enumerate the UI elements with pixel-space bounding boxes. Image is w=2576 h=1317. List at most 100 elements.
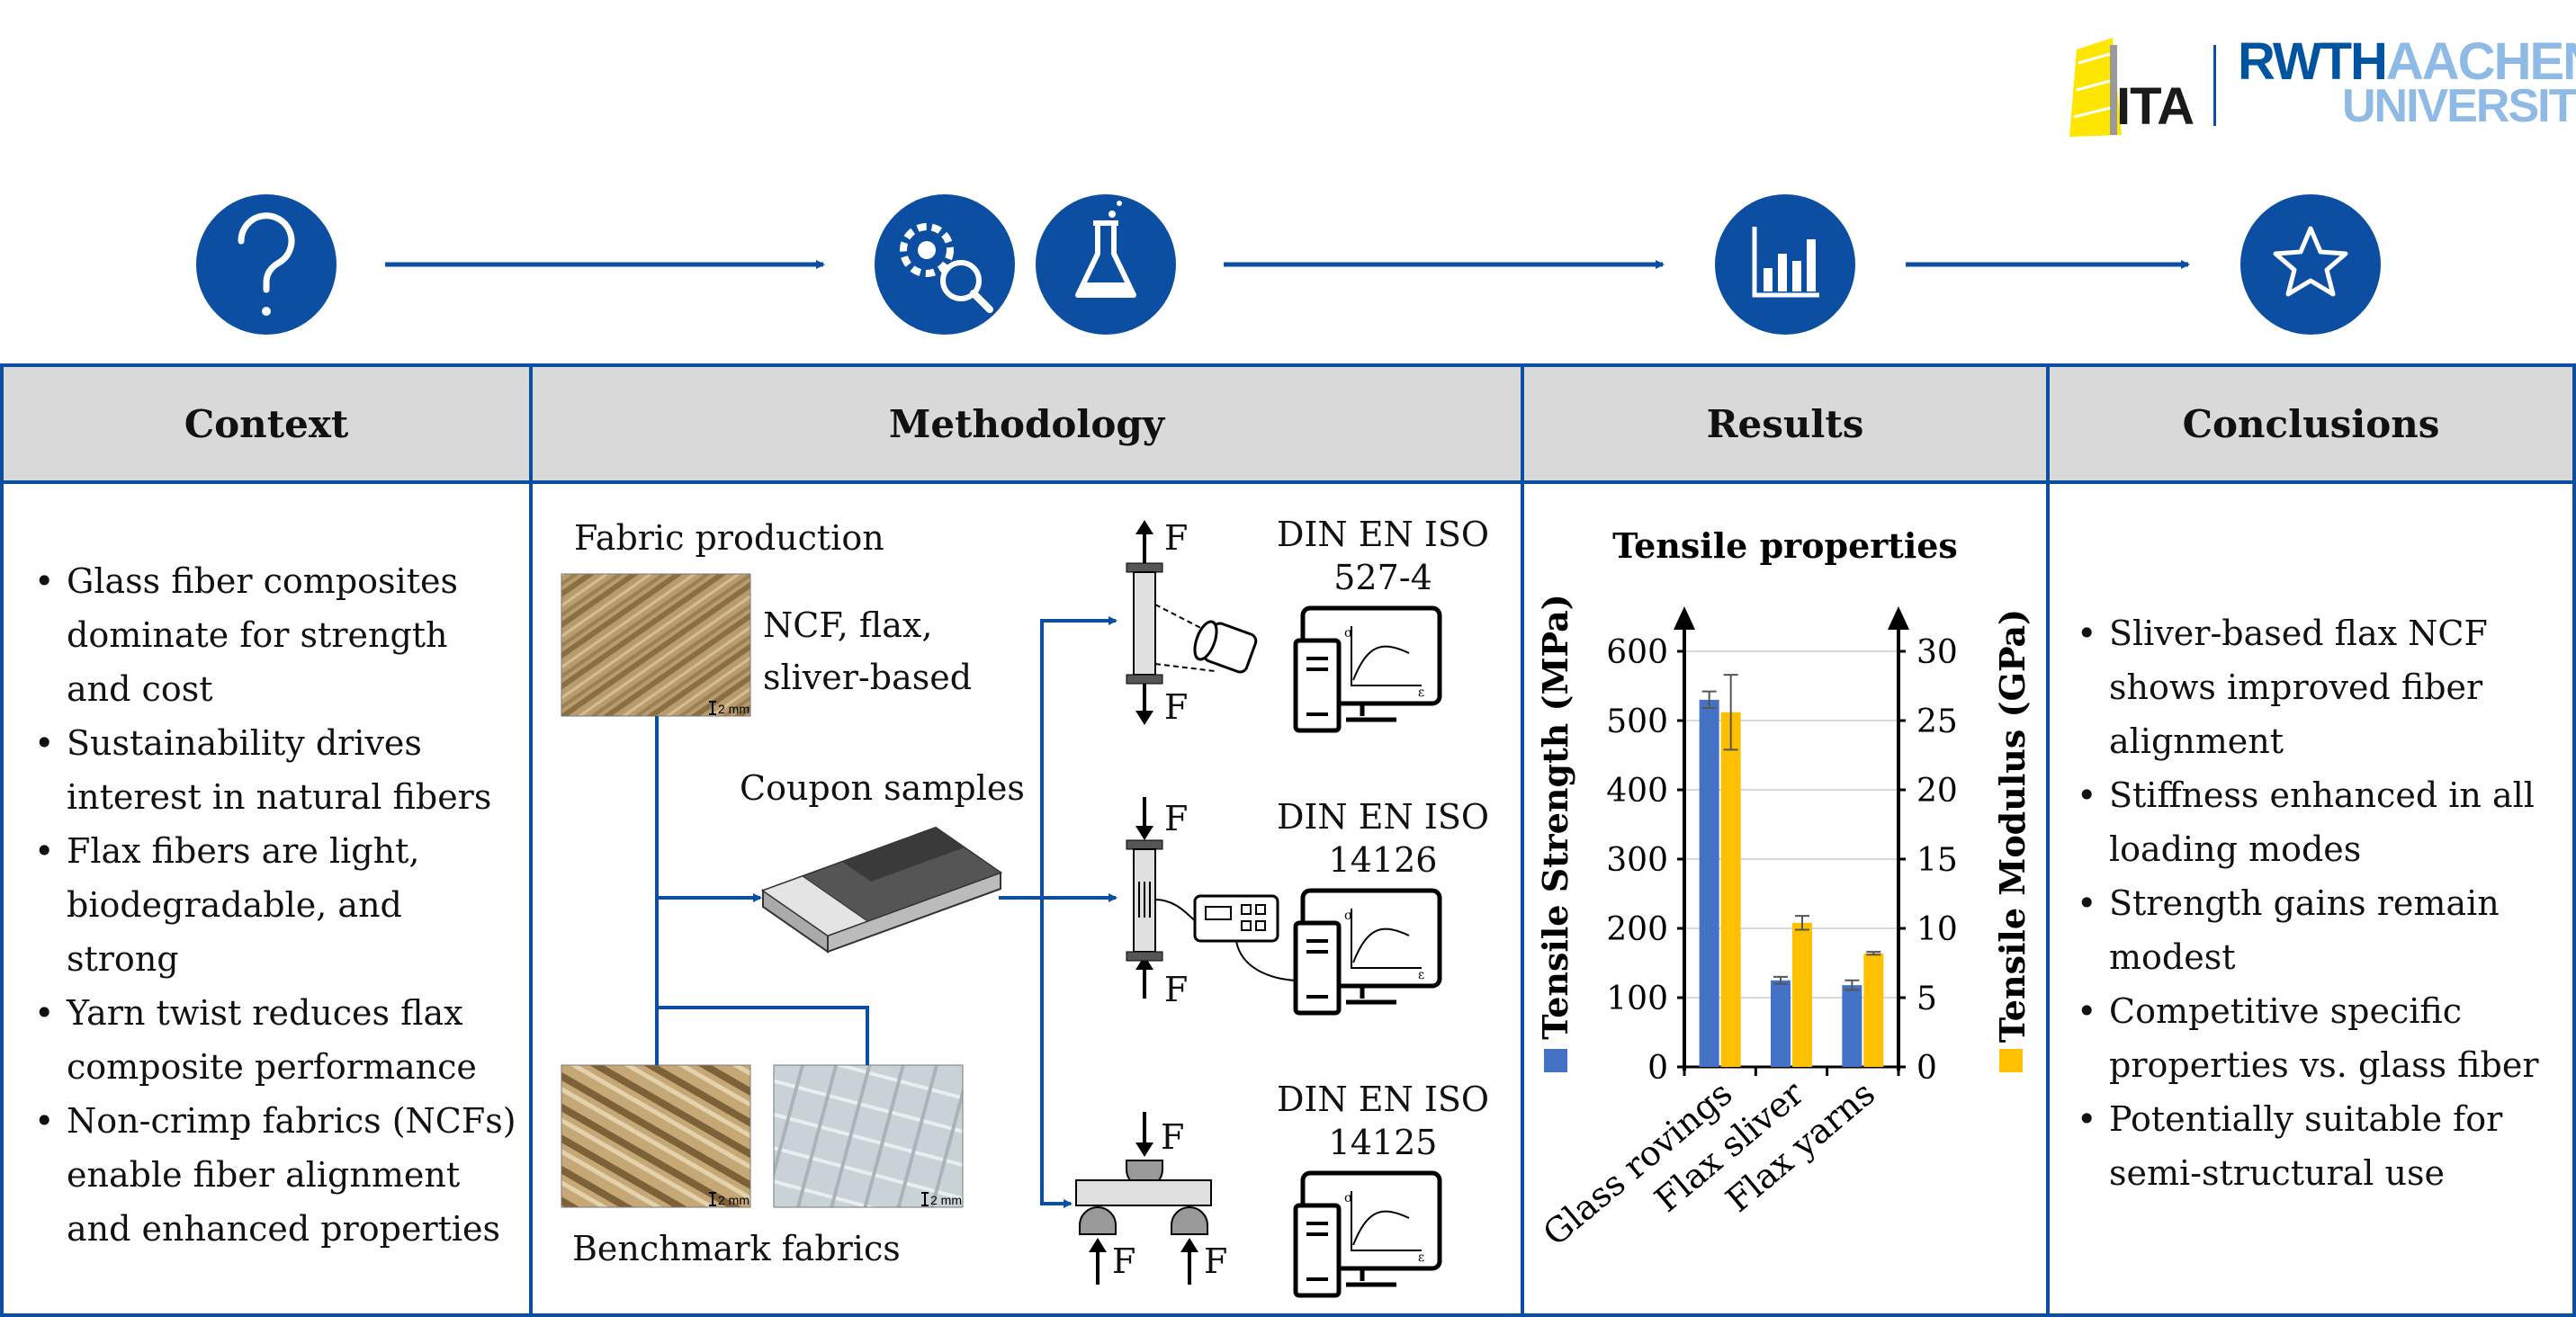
plot-curve-icon: [1352, 927, 1410, 963]
conclusion-bullet: Competitive specific properties vs. glas…: [2077, 984, 2563, 1092]
context-bullet: Sustainability drives interest in natura…: [34, 716, 520, 824]
y-tick-label-left: 200: [1606, 911, 1668, 948]
header-context: Context: [184, 401, 349, 446]
panel-frame: [0, 363, 2576, 1317]
y-tick-label-left: 400: [1606, 773, 1668, 810]
y-tick-label-right: 5: [1916, 981, 1937, 1017]
context-bullet: Glass fiber composites dominate for stre…: [34, 554, 520, 716]
conclusion-bullet: Strength gains remain modest: [2077, 876, 2563, 984]
error-bar: [1773, 975, 1788, 985]
bar: [1842, 985, 1862, 1067]
standard-line: 527-4: [1333, 558, 1432, 597]
star-icon: [2240, 194, 2381, 335]
tensile-chart: Tensile properties0100200300400500600051…: [1535, 525, 2033, 1254]
y-tick-label-right: 30: [1916, 634, 1958, 671]
y-tick-label-right: 25: [1916, 703, 1958, 740]
force-label: F: [1112, 1241, 1136, 1281]
header-band: [2, 365, 2574, 482]
force-label: F: [1164, 687, 1189, 727]
plot-sigma-label: σ: [1344, 626, 1353, 641]
y-tick-label-right: 10: [1916, 911, 1958, 948]
standard-line: DIN EN ISO: [1276, 515, 1490, 554]
ita-logo-text: ITA: [2116, 77, 2195, 136]
computer-icon: σε: [1293, 605, 1442, 733]
y-axis-left-arrow: [1674, 606, 1695, 630]
error-bar: [1723, 674, 1738, 751]
bar-chart-icon: [1715, 194, 1855, 335]
ita-logo-icon: [2069, 38, 2122, 137]
header-methodology: Methodology: [888, 401, 1165, 446]
fabric-production-label: Fabric production: [574, 518, 884, 558]
standard-line: DIN EN ISO: [1276, 797, 1490, 837]
plot-eps-label: ε: [1418, 968, 1424, 982]
y-axis-right-label: Tensile Modulus (GPa): [1992, 609, 2033, 1043]
force-label: F: [1164, 799, 1189, 838]
flexural-test-illustration: [1075, 1112, 1212, 1285]
y-tick-label-left: 300: [1606, 842, 1668, 879]
chart-title: Tensile properties: [1612, 525, 1958, 566]
force-label: F: [1204, 1241, 1228, 1281]
tower-icon: [1293, 1203, 1342, 1298]
force-label: F: [1164, 970, 1189, 1009]
standard-line: DIN EN ISO: [1276, 1080, 1490, 1119]
methodology-connectors: [655, 616, 1117, 1208]
y-tick-label-left: 100: [1606, 981, 1668, 1017]
error-bar: [1701, 690, 1717, 710]
flask-icon: [1036, 194, 1176, 335]
logo-separator: [2213, 45, 2216, 126]
ncf-label: NCF, flax, sliver-based: [763, 605, 973, 697]
monitor-stand-icon: [1346, 703, 1396, 722]
y-axis-right-arrow: [1888, 606, 1909, 630]
error-bar: [1866, 951, 1881, 956]
error-bar: [1844, 979, 1860, 991]
monitor-stand-icon: [1346, 986, 1396, 1005]
bar: [1720, 712, 1741, 1067]
rwth-logo-line1: RWTHAACHEN: [2238, 36, 2576, 88]
monitor-stand-icon: [1346, 1268, 1396, 1287]
bar: [1863, 953, 1884, 1067]
y-tick-label-left: 500: [1606, 703, 1668, 740]
rwth-logo-rwth: RWTH: [2238, 32, 2388, 91]
standard-line: 14126: [1328, 840, 1438, 880]
context-bullet: Non-crimp fabrics (NCFs) enable fiber al…: [34, 1094, 520, 1256]
tower-icon: [1293, 638, 1342, 733]
ncf-flax-photo: [561, 573, 751, 717]
plot-eps-label: ε: [1418, 1250, 1424, 1265]
tower-details-icon: [1306, 939, 1328, 999]
scale-label: 2 mm: [718, 702, 749, 716]
question-icon: [196, 194, 337, 335]
plot-sigma-label: σ: [1344, 909, 1353, 923]
conclusion-bullet: Sliver-based flax NCF shows improved fib…: [2077, 606, 2563, 768]
header-results: Results: [1706, 401, 1864, 446]
y-tick-label-right: 0: [1916, 1050, 1937, 1087]
rwth-logo-line2: UNIVERSITY: [2342, 80, 2576, 132]
rwth-logo-aachen: AACHEN: [2385, 32, 2576, 91]
benchmark-flax-photo: [561, 1064, 751, 1208]
plot-eps-label: ε: [1418, 685, 1424, 700]
standard-line: 14125: [1328, 1123, 1438, 1162]
context-bullet: Yarn twist reduces flax composite perfor…: [34, 986, 520, 1094]
force-label: F: [1164, 518, 1189, 558]
conclusion-bullet: Stiffness enhanced in all loading modes: [2077, 768, 2563, 876]
y-tick-label-right: 15: [1916, 842, 1958, 879]
y-tick-label-left: 600: [1606, 634, 1668, 671]
benchmark-fabrics-label: Benchmark fabrics: [572, 1229, 901, 1268]
y-axis-left-label: Tensile Strength (MPa): [1535, 594, 1575, 1039]
scale-label: 2 mm: [930, 1193, 962, 1207]
legend-swatch-left: [1544, 1049, 1567, 1072]
gear-search-icon: [875, 194, 1015, 335]
conclusions-list: Sliver-based flax NCF shows improved fib…: [2077, 606, 2563, 1200]
header-conclusions: Conclusions: [2182, 401, 2440, 446]
plot-curve-icon: [1352, 645, 1410, 681]
tensile-test-illustration: [1126, 520, 1258, 725]
bar: [1699, 699, 1719, 1067]
force-label: F: [1161, 1117, 1185, 1157]
test-standard-1: DIN EN ISO 527-4: [1270, 513, 1495, 599]
plot-sigma-label: σ: [1344, 1191, 1353, 1205]
coupon-samples-label: Coupon samples: [740, 768, 1025, 808]
plot-axes-icon: [1351, 909, 1422, 969]
tower-details-icon: [1306, 657, 1328, 716]
